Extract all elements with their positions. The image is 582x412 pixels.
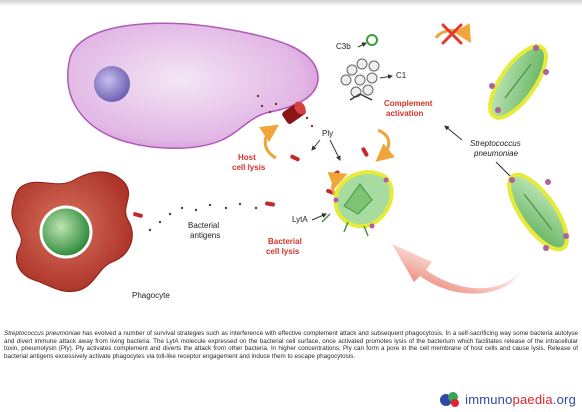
c3b-label: C3b — [336, 42, 351, 51]
host-cell — [68, 23, 318, 148]
phagocyte-label: Phagocyte — [132, 291, 170, 300]
lysing-bacterium — [322, 172, 392, 236]
bacterium-bottom — [499, 166, 577, 258]
bacterial-antigens-line2: antigens — [190, 231, 220, 240]
block-x-icon — [436, 25, 468, 43]
complement-activation-line2: activation — [386, 109, 423, 118]
big-curved-arrow-icon — [392, 244, 520, 294]
diagram: C3b C1 Complement activation Host cell l… — [0, 0, 582, 325]
bacterium-top — [480, 38, 556, 126]
brand-name-part3: .org — [553, 392, 576, 407]
c1-complex-icon — [341, 59, 379, 100]
host-lysis-arrow — [265, 128, 276, 158]
host-nucleus — [94, 66, 130, 102]
ply-arrow — [312, 140, 320, 150]
ply-arrow — [330, 140, 340, 160]
c3b-icon — [358, 35, 377, 47]
brand-name: immunopaedia.org — [465, 392, 576, 407]
brand-name-highlight: paedia — [513, 392, 553, 407]
bacterial-antigens-line1: Bacterial — [188, 221, 219, 230]
host-cell-lysis-line2: cell lysis — [232, 163, 266, 172]
brand-name-part1: immuno — [465, 392, 512, 407]
lyta-label: LytA — [292, 215, 308, 224]
ply-label: Ply — [322, 129, 333, 138]
bacterial-cell-lysis-line1: Bacterial — [268, 237, 302, 246]
caption-species: Streptococcus pneumoniae — [4, 330, 80, 337]
phagocyte — [12, 172, 133, 292]
caption-text: has evolved a number of survival strateg… — [4, 330, 578, 360]
streptococcus-label-line1: Streptococcus — [470, 139, 521, 148]
host-cell-lysis-line1: Host — [238, 153, 256, 162]
bacterial-cell-lysis-line2: cell lysis — [266, 247, 300, 256]
streptococcus-pointer — [445, 126, 462, 140]
c1-pointer — [380, 76, 392, 78]
brand: immunopaedia.org — [438, 388, 576, 410]
caption: Streptococcus pneumoniae has evolved a n… — [4, 330, 578, 388]
logo-icon — [438, 390, 462, 408]
phagocyte-nucleus — [41, 207, 91, 257]
complement-arrow — [378, 130, 389, 158]
streptococcus-label-line2: pneumoniae — [473, 149, 519, 158]
complement-activation-line1: Complement — [384, 99, 433, 108]
c1-label: C1 — [396, 71, 407, 80]
